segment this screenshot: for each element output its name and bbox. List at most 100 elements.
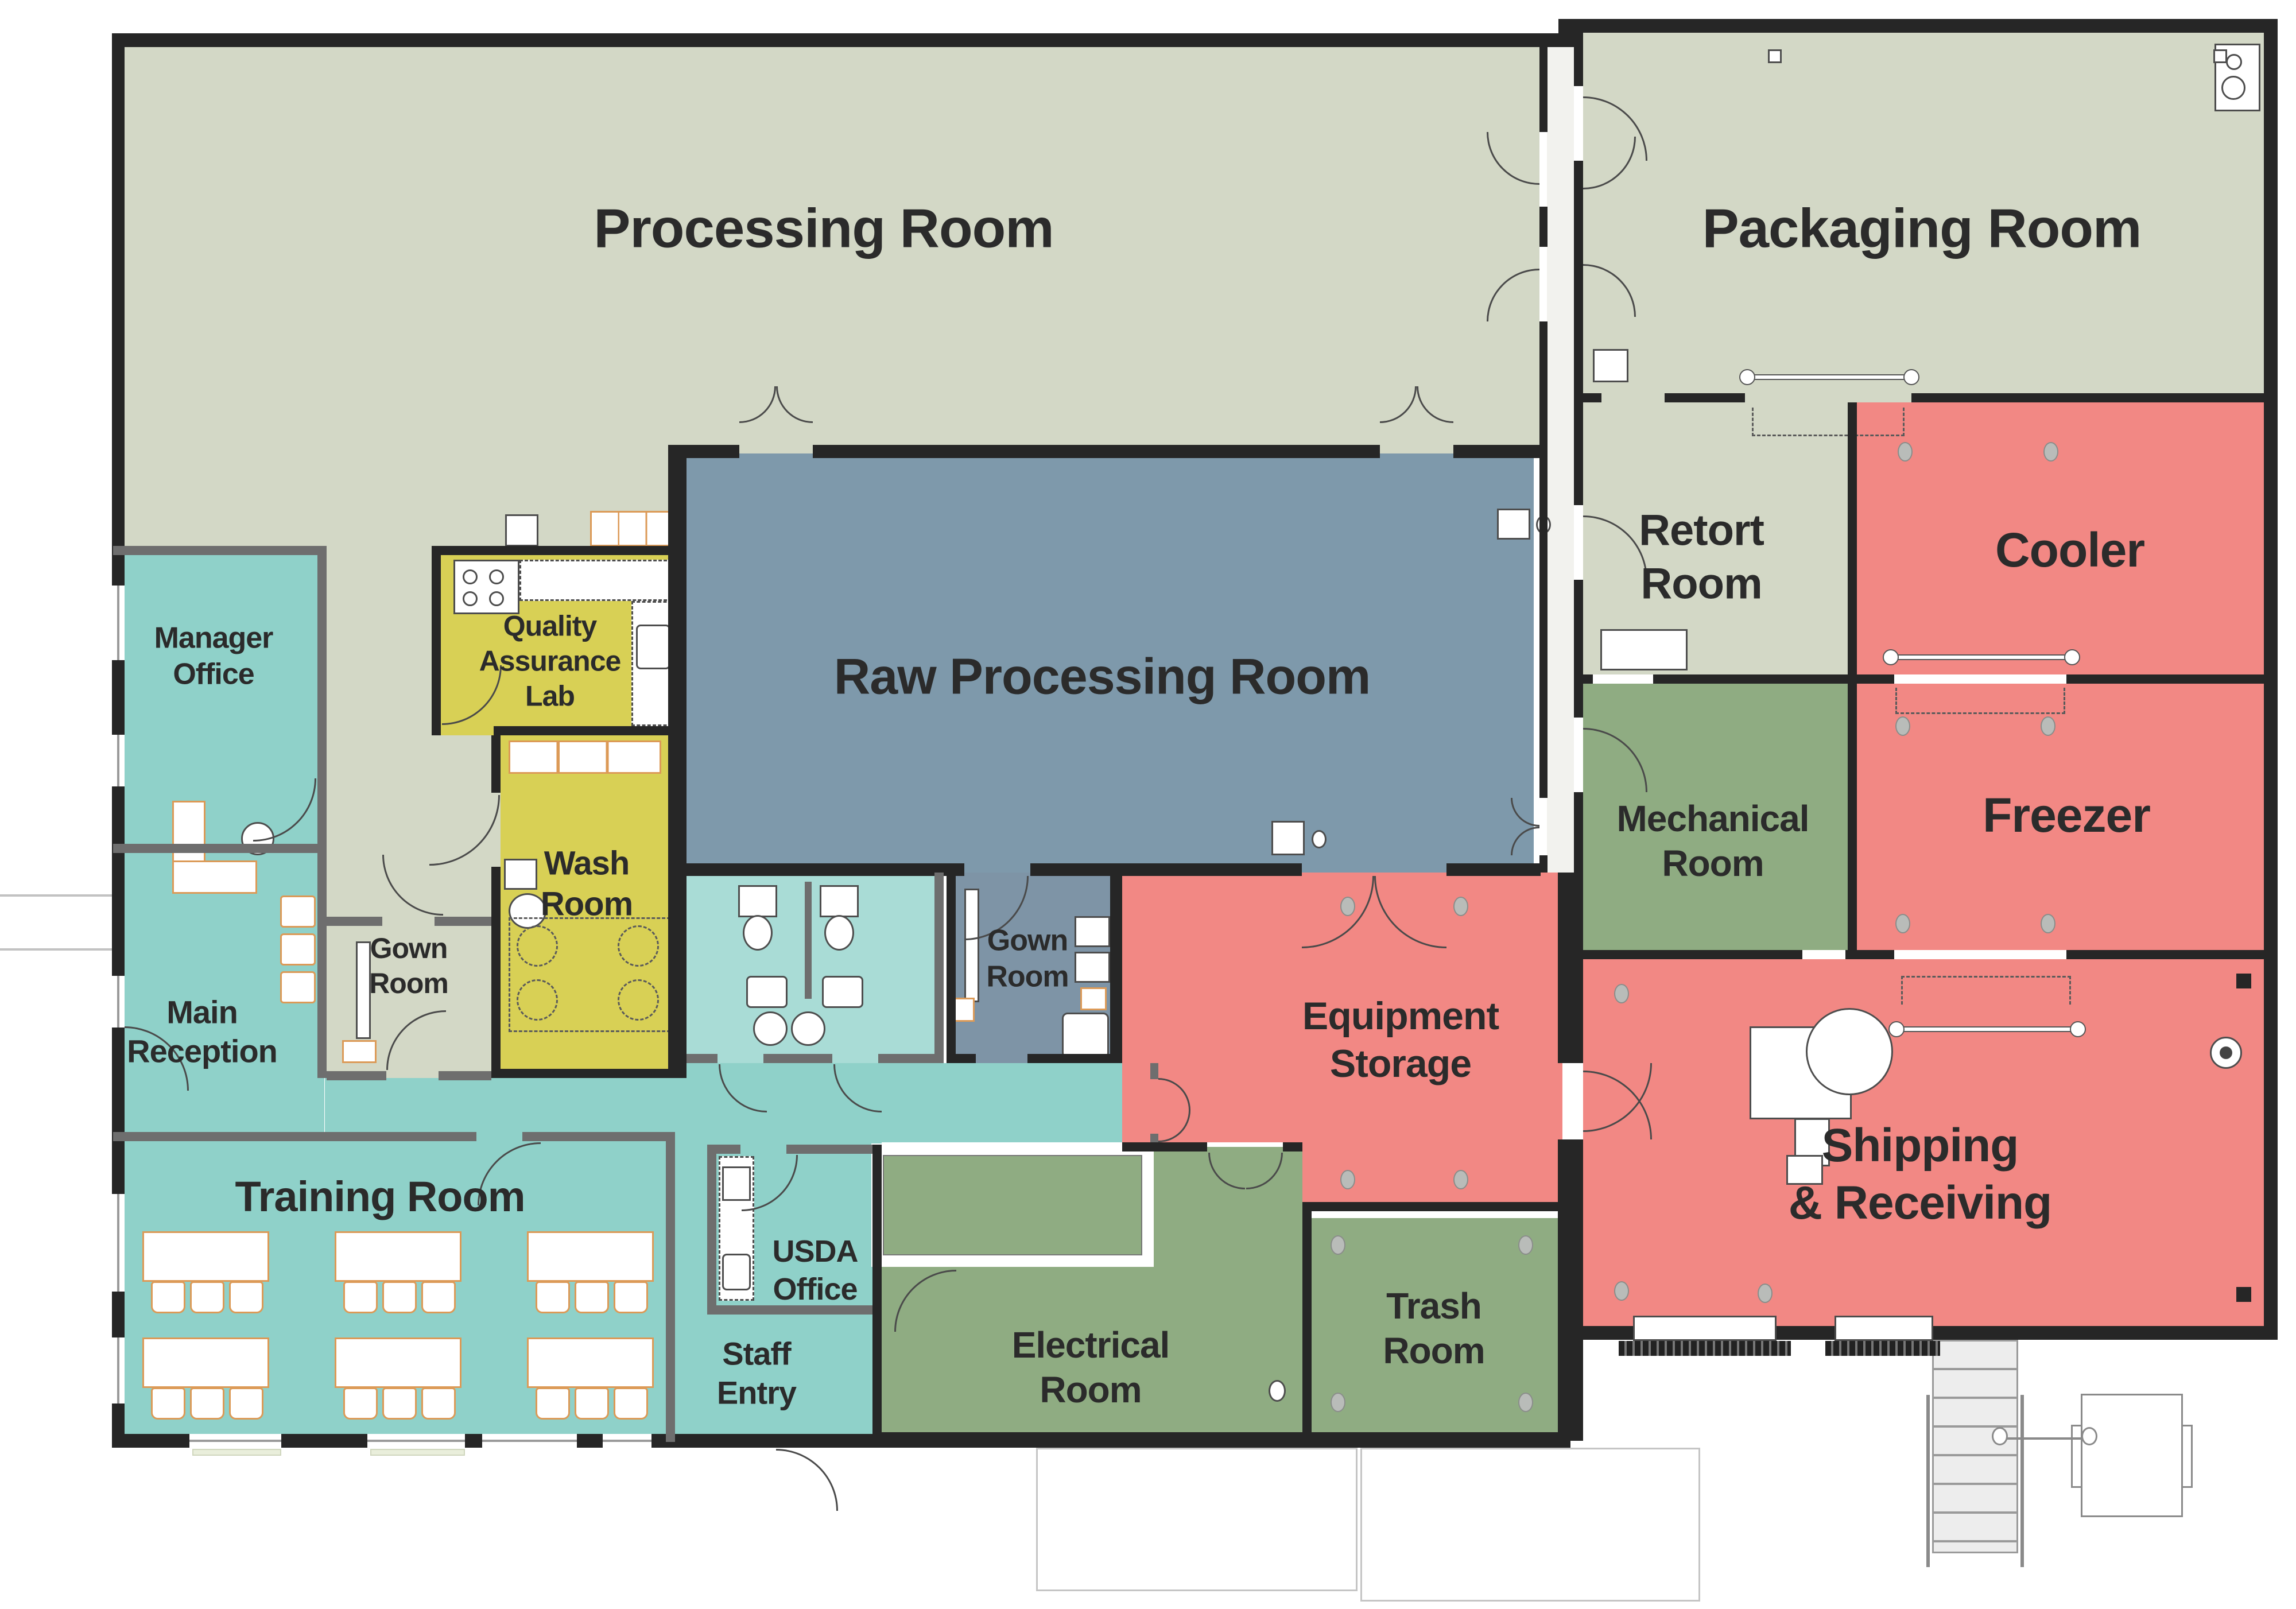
sliding-door-rail xyxy=(1739,369,1919,385)
sliding-door-pocket xyxy=(1752,408,1905,436)
window-sill xyxy=(192,1449,281,1456)
wall-box xyxy=(2213,49,2227,63)
qa-stove xyxy=(453,560,519,614)
toilet xyxy=(738,885,777,917)
floor-drain xyxy=(1331,1393,1345,1412)
window xyxy=(112,1194,125,1292)
wall-corridor-w xyxy=(1539,321,1548,798)
qa-counter xyxy=(519,560,677,601)
floor-drain xyxy=(1340,1170,1355,1189)
site-bench xyxy=(1996,1437,2092,1440)
window xyxy=(603,1434,651,1448)
wall-gownleft-top xyxy=(327,917,382,926)
front-walk xyxy=(0,948,113,951)
toilet-bowl xyxy=(743,915,773,951)
reception-desk xyxy=(172,860,257,894)
window xyxy=(189,1434,281,1448)
wall-gownleft-bottom xyxy=(439,1071,491,1080)
wall-corridor-e xyxy=(1574,161,1583,505)
washer xyxy=(517,925,558,967)
floor-drain xyxy=(1331,1235,1345,1255)
exterior-pad xyxy=(1036,1448,1358,1591)
label-freezer: Freezer xyxy=(1983,788,2151,842)
hand-sink xyxy=(1593,349,1628,382)
wall-equip-shipping xyxy=(1558,1139,1583,1441)
ramp-rail xyxy=(1926,1395,1930,1567)
floor-drain xyxy=(1453,897,1468,916)
ramp-rail xyxy=(2020,1395,2024,1567)
label-cooler: Cooler xyxy=(1995,522,2145,577)
floor-drain xyxy=(2041,716,2055,736)
wall-corridor-w xyxy=(1539,46,1548,132)
wall-corridor-e xyxy=(1574,33,1583,86)
wall-stall-divider xyxy=(805,882,812,999)
wall-retort-cooler xyxy=(1848,402,1857,674)
qa-sink xyxy=(636,625,670,669)
dock-bumper xyxy=(1825,1341,1940,1356)
wall-mid-right-wing xyxy=(1583,674,1593,684)
qa-burner xyxy=(489,591,504,606)
wall-usda-left xyxy=(707,1145,716,1315)
wall-corridor-w xyxy=(1539,855,1548,873)
label-packaging: Packaging Room xyxy=(1702,197,2142,259)
wall-corridor-e xyxy=(1574,580,1583,718)
dock-leveler xyxy=(1835,1316,1933,1341)
wall-outer-top-joint xyxy=(1558,19,1574,47)
training-table xyxy=(142,1337,269,1420)
label-processing: Processing Room xyxy=(594,197,1054,259)
gown-sink xyxy=(1075,952,1110,983)
wall-packaging-bottom xyxy=(1665,393,1745,402)
wall-outer-top xyxy=(112,33,1574,47)
floor-drain xyxy=(1898,442,1913,462)
wall-manager-top xyxy=(113,546,327,555)
wall-raw-top xyxy=(668,445,739,458)
restroom-sink xyxy=(746,976,788,1008)
packaging-unit-dial xyxy=(2226,54,2242,70)
site-bollard xyxy=(2081,1427,2097,1445)
wall-gownright-bottom xyxy=(1027,1054,1119,1063)
wall-trash-top xyxy=(1302,1202,1562,1211)
floor-drain xyxy=(2041,914,2055,933)
floor-drain xyxy=(1518,1235,1533,1255)
wall-box xyxy=(1768,49,1782,63)
wall-raw-left xyxy=(668,453,687,1078)
room-cooler xyxy=(1857,402,2267,674)
wall-qa-left xyxy=(432,546,441,735)
three-comp-sink xyxy=(509,740,661,774)
front-walk xyxy=(0,894,113,897)
floor-drain xyxy=(1758,1284,1773,1303)
wall-wash-left xyxy=(491,867,501,1078)
three-comp-sink xyxy=(590,511,677,546)
toilet xyxy=(820,885,859,917)
floor-drain xyxy=(1518,1393,1533,1412)
floor-drain-large xyxy=(2210,1037,2242,1069)
wall-corridor-end xyxy=(1150,1134,1158,1142)
room-processing xyxy=(123,46,1539,453)
wall-raw-bottom xyxy=(668,863,964,876)
room-shipping xyxy=(1583,959,2267,1326)
wall-electrical-top xyxy=(1122,1142,1207,1151)
wall-mid-right-wing xyxy=(2066,674,2278,684)
wall-gownright-bottom xyxy=(947,1054,976,1063)
exterior-pad xyxy=(1360,1448,1700,1602)
shipping-equipment xyxy=(1786,1155,1823,1185)
wall-raw-bottom xyxy=(1446,863,1541,876)
wall-electrical-top xyxy=(1283,1142,1302,1151)
retort-table xyxy=(1600,629,1688,670)
restroom-sink xyxy=(822,976,863,1008)
floor-drain xyxy=(1895,914,1910,933)
electrical-vestibule-inner xyxy=(883,1155,1142,1255)
wall-packaging-bottom xyxy=(1911,393,2278,402)
gown-shelf xyxy=(1080,987,1107,1010)
floor-drain xyxy=(1312,830,1327,848)
wall-training-top xyxy=(113,1132,476,1141)
floor-drain xyxy=(1895,716,1910,736)
room-packaging xyxy=(1583,33,2267,402)
